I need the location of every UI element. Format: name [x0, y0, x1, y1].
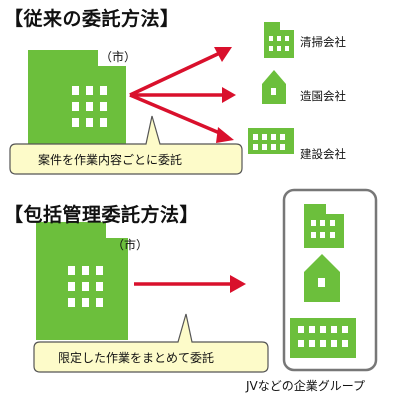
comprehensive-arrow-head [230, 275, 246, 293]
company-label-cleaning: 清掃会社 [300, 35, 346, 49]
traditional-city-label: （市） [100, 50, 137, 64]
company-group-box [282, 188, 378, 372]
arrow-head-cleaning [214, 47, 232, 62]
traditional-title: 【従来の委託方法】 [4, 8, 180, 30]
traditional-arrows [129, 47, 236, 143]
construction-company-icon [248, 128, 294, 154]
group-wide-building-icon [290, 318, 356, 358]
company-label-construction: 建設会社 [300, 147, 346, 161]
traditional-callout-bubble [9, 115, 243, 175]
group-house-icon [304, 254, 340, 302]
cleaning-company-icon [264, 22, 294, 58]
arrow-head-landscaping [222, 87, 236, 103]
comprehensive-title: 【包括管理委託方法】 [4, 204, 200, 226]
comprehensive-callout-bubble [33, 313, 269, 373]
arrow-to-construction [129, 93, 223, 136]
landscaping-company-icon [262, 70, 286, 104]
comprehensive-arrow [134, 275, 246, 293]
company-label-landscaping: 造園会社 [300, 89, 346, 103]
comprehensive-callout-text: 限定した作業をまとめて委託 [58, 351, 215, 365]
traditional-city-building-icon [28, 50, 126, 148]
traditional-callout-text: 案件を作業内容ごとに委託 [38, 153, 183, 167]
company-group-label: JVなどの企業グループ [246, 379, 366, 393]
arrow-to-cleaning [129, 50, 223, 97]
comprehensive-city-label: （市） [112, 238, 149, 252]
comprehensive-city-building-icon [36, 222, 128, 340]
group-tall-building-icon [304, 204, 344, 248]
arrow-head-construction [216, 127, 234, 143]
